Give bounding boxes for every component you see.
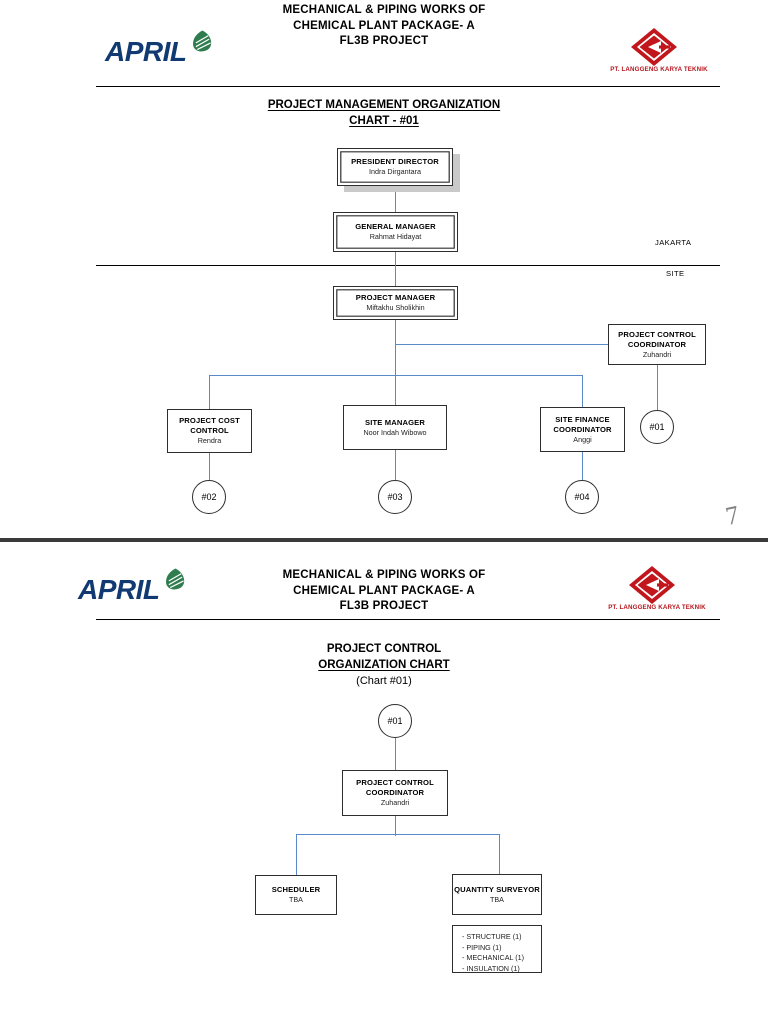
- site-divider: [96, 265, 720, 266]
- page-2-header: APRIL MECHANICAL & PIPING WORKS OF CHEMI…: [0, 542, 768, 620]
- scheduler-name: TBA: [289, 895, 303, 904]
- project-manager-name: Miftakhu Sholikhin: [366, 303, 425, 312]
- page-2-chart-title: PROJECT CONTROL ORGANIZATION CHART (Char…: [0, 641, 768, 689]
- chart-2-title-line-1: PROJECT CONTROL: [326, 643, 442, 655]
- header-title-line-2: CHEMICAL PLANT PACKAGE- A: [293, 19, 475, 32]
- cost-control-name: Rendra: [197, 436, 222, 445]
- box-scheduler[interactable]: SCHEDULER TBA: [255, 875, 337, 915]
- chart-1-title-line-2: CHART - #01: [349, 115, 419, 127]
- cost-control-title-line-2: CONTROL: [190, 426, 229, 435]
- lkt-diamond-icon-page2: [629, 566, 675, 604]
- box-site-manager[interactable]: SITE MANAGER Noor Indah Wibowo: [343, 405, 447, 450]
- pcc-p2-title-line-1: PROJECT CONTROL: [356, 778, 434, 787]
- ref-circle-02[interactable]: #02: [192, 480, 226, 514]
- box-quantity-surveyor[interactable]: QUANTITY SURVEYOR TBA: [452, 874, 542, 915]
- connector-bus-p2: [296, 834, 500, 836]
- chart-2-title-line-2: ORGANIZATION CHART: [318, 659, 450, 671]
- box-project-manager[interactable]: PROJECT MANAGER Miftakhu Sholikhin: [333, 286, 458, 320]
- site-manager-title: SITE MANAGER: [364, 417, 426, 427]
- discipline-list-item: - PIPING (1): [462, 942, 502, 952]
- quantity-surveyor-title: QUANTITY SURVEYOR: [454, 884, 540, 894]
- connector-cost-to-ref02: [209, 453, 211, 480]
- ref-circle-01[interactable]: #01: [640, 410, 674, 444]
- connector-pm-to-pcc: [395, 344, 609, 346]
- discipline-list-item: - MECHANICAL (1): [462, 953, 525, 962]
- connector-pcc-down-p2: [395, 816, 397, 836]
- pcc-p2-title-line-2: COORDINATOR: [365, 788, 425, 797]
- april-logo-page2: APRIL: [78, 568, 193, 605]
- connector-bus-to-finance: [582, 375, 584, 407]
- connector-bus-to-scheduler: [296, 834, 298, 875]
- box-president-director[interactable]: PRESIDENT DIRECTOR Indra Dirgantara: [337, 148, 453, 186]
- connector-sitemgr-to-ref03: [395, 450, 397, 480]
- president-director-name: Indra Dirgantara: [369, 167, 421, 176]
- discipline-list-item: - STRUCTURE (1): [462, 932, 522, 941]
- connector-pm-down: [395, 320, 397, 375]
- general-manager-name: Rahmat Hidayat: [369, 232, 422, 241]
- header-title-line-3: FL3B PROJECT: [339, 35, 429, 47]
- pcc-title-line-2: COORDINATOR: [627, 339, 687, 349]
- connector-bus-to-site-manager: [395, 375, 397, 405]
- box-project-cost-control[interactable]: PROJECT COST CONTROL Rendra: [167, 409, 252, 453]
- site-finance-title-line-1: SITE FINANCE: [555, 414, 610, 424]
- connector-ref01-to-pcc-p2: [395, 738, 397, 770]
- page-2-ref-circle-01[interactable]: #01: [378, 704, 412, 738]
- handwritten-annotation: 7: [723, 499, 742, 532]
- page-2: APRIL MECHANICAL & PIPING WORKS OF CHEMI…: [0, 542, 768, 1024]
- connector-bus-to-qs: [499, 834, 501, 874]
- connector-gm-to-pm: [395, 252, 397, 286]
- chart-2-title-line-3: (Chart #01): [356, 675, 412, 687]
- april-leaf-icon: [193, 30, 212, 52]
- lkt-logo-name-page2: PT. LANGGENG KARYA TEKNIK: [608, 604, 706, 611]
- site-manager-name: Noor Indah Wibowo: [363, 427, 427, 437]
- page-1-header-title: MECHANICAL & PIPING WORKS OF CHEMICAL PL…: [234, 3, 534, 50]
- box-general-manager[interactable]: GENERAL MANAGER Rahmat Hidayat: [333, 212, 458, 252]
- pcc-name: Zuhandri: [642, 349, 672, 359]
- header-divider-page2: [96, 619, 720, 620]
- pcc-p2-name: Zuhandri: [380, 798, 410, 807]
- lkt-logo-name: PT. LANGGENG KARYA TEKNIK: [610, 66, 708, 73]
- header-title-line-1: MECHANICAL & PIPING WORKS OF: [282, 4, 486, 16]
- header-title-line-3-page2: FL3B PROJECT: [339, 600, 429, 612]
- chart-1-title-line-1: PROJECT MANAGEMENT ORGANIZATION: [267, 99, 501, 111]
- zone-label-site: SITE: [666, 269, 685, 278]
- president-director-title: PRESIDENT DIRECTOR: [351, 157, 439, 166]
- site-finance-title-line-2: COORDINATOR: [553, 424, 612, 434]
- april-logo: APRIL: [105, 30, 215, 67]
- project-manager-title: PROJECT MANAGER: [355, 293, 436, 302]
- april-logo-text-page2: APRIL: [78, 574, 160, 605]
- discipline-list-box: - STRUCTURE (1)- PIPING (1)- MECHANICAL …: [452, 925, 542, 973]
- page-2-header-title: MECHANICAL & PIPING WORKS OF CHEMICAL PL…: [234, 568, 534, 615]
- cost-control-title-line-1: PROJECT COST: [179, 416, 240, 425]
- connector-finance-to-ref04: [582, 452, 584, 480]
- box-project-control-coordinator-p2[interactable]: PROJECT CONTROL COORDINATOR Zuhandri: [342, 770, 448, 816]
- connector-pd-to-gm: [395, 190, 397, 212]
- header-title-line-1-page2: MECHANICAL & PIPING WORKS OF: [282, 569, 486, 581]
- connector-pcc-to-ref01: [657, 365, 659, 412]
- header-title-line-2-page2: CHEMICAL PLANT PACKAGE- A: [293, 584, 475, 597]
- quantity-surveyor-name: TBA: [490, 894, 504, 904]
- general-manager-title: GENERAL MANAGER: [355, 222, 436, 231]
- site-finance-name: Anggi: [573, 434, 592, 444]
- discipline-list-item: - INSULATION (1): [462, 963, 520, 973]
- page-1: APRIL MECHANICAL & PIPING WORKS OF CHEMI…: [0, 0, 768, 538]
- april-logo-text: APRIL: [105, 36, 187, 67]
- connector-bus-to-cost: [209, 375, 211, 409]
- scheduler-title: SCHEDULER: [271, 885, 321, 894]
- box-site-finance-coordinator[interactable]: SITE FINANCE COORDINATOR Anggi: [540, 407, 625, 452]
- zone-label-jakarta: JAKARTA: [655, 238, 692, 247]
- header-divider: [96, 86, 720, 87]
- page-1-chart-title: PROJECT MANAGEMENT ORGANIZATION CHART - …: [0, 97, 768, 129]
- lkt-diamond-icon: [631, 28, 677, 66]
- ref-circle-04[interactable]: #04: [565, 480, 599, 514]
- box-project-control-coordinator[interactable]: PROJECT CONTROL COORDINATOR Zuhandri: [608, 324, 706, 365]
- page-1-header: APRIL MECHANICAL & PIPING WORKS OF CHEMI…: [0, 0, 768, 87]
- pcc-title-line-1: PROJECT CONTROL: [618, 329, 696, 339]
- ref-circle-03[interactable]: #03: [378, 480, 412, 514]
- april-leaf-icon-page2: [166, 568, 185, 590]
